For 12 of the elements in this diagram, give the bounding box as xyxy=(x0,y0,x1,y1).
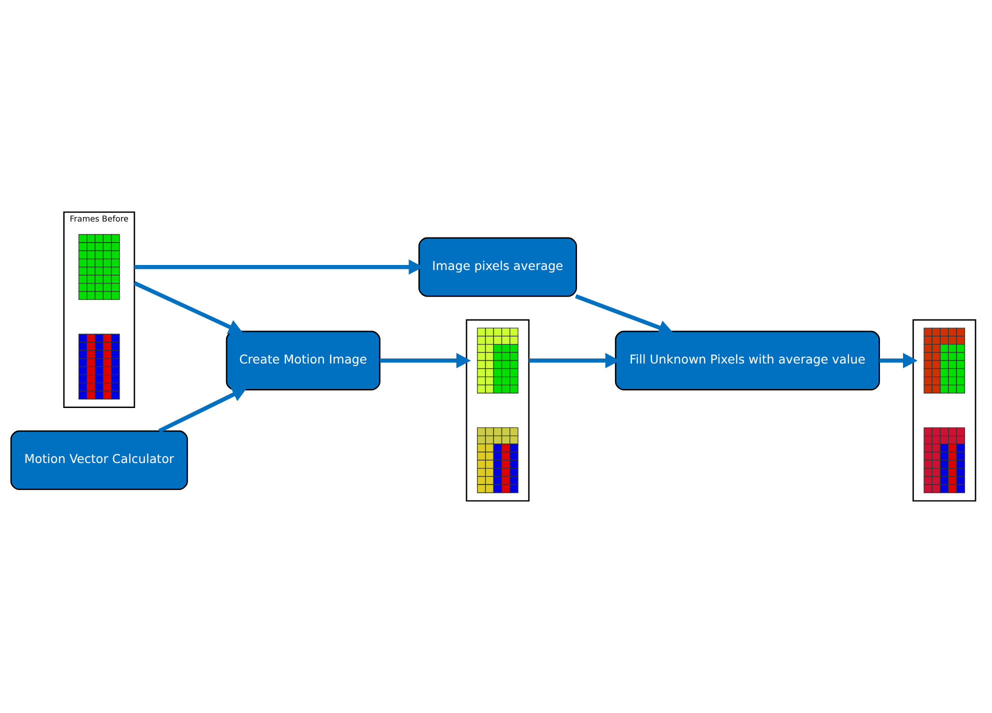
arrow xyxy=(134,281,244,334)
arrow xyxy=(879,352,918,368)
cluster xyxy=(912,319,976,502)
node-box: Fill Unknown Pixels with average value xyxy=(614,330,880,390)
cluster: Frames Before xyxy=(63,211,136,408)
arrow xyxy=(380,352,471,368)
node-box: Create Motion Image xyxy=(226,330,380,390)
node-box: Motion Vector Calculator xyxy=(10,430,188,490)
arrow xyxy=(575,294,674,335)
arrow xyxy=(158,387,247,433)
node-box: Image pixels average xyxy=(418,237,577,297)
cluster xyxy=(466,319,530,502)
